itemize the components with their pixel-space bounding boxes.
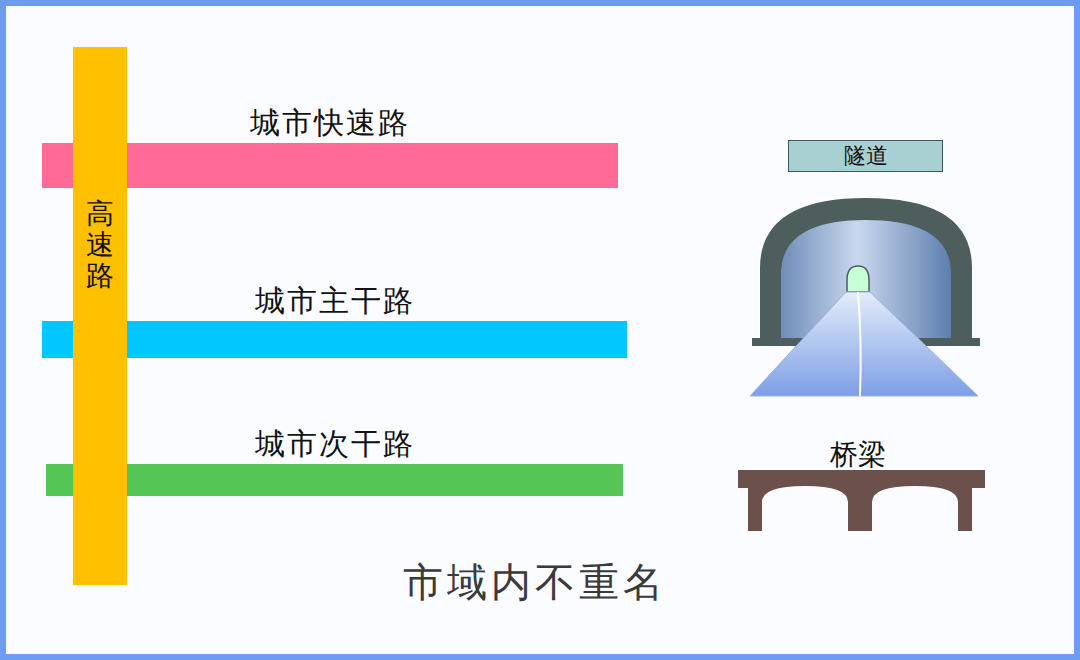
tag-text: 隧道 (844, 141, 888, 171)
road-band (42, 143, 618, 188)
tunnel-tag: 隧道 (788, 140, 943, 172)
road-name: 城市次干路 (255, 426, 415, 464)
arterial-road-band: 城市主干路 (42, 283, 627, 358)
bridge-illustration (738, 470, 985, 531)
expressway-bar: 高速路 (73, 47, 127, 585)
caption: 市域内不重名 (403, 555, 667, 610)
road-band (46, 464, 623, 496)
road-name: 城市快速路 (250, 105, 410, 143)
road-band (42, 321, 627, 358)
tunnel-illustration (750, 198, 980, 396)
bridge-label: 桥梁 (830, 436, 886, 474)
road-name: 高速路 (86, 199, 114, 585)
road-name: 城市主干路 (255, 283, 415, 321)
secondary-road-band: 城市次干路 (46, 426, 623, 496)
urban-expressway-band: 城市快速路 (42, 105, 618, 188)
